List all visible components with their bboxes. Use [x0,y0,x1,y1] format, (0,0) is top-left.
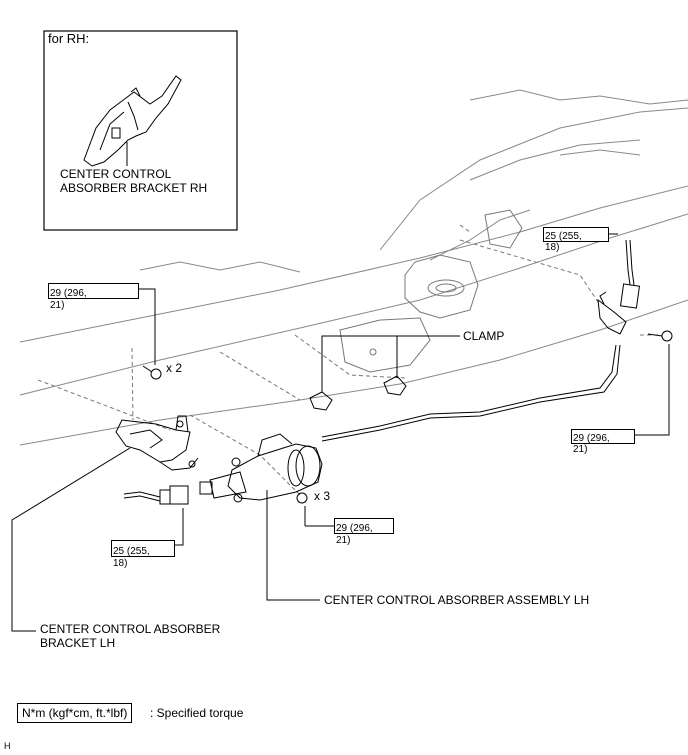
torque-leaders [139,233,670,546]
absorber-tube [123,344,621,502]
footer-mark: H [4,741,11,751]
inset-frame [43,30,238,231]
crossmember [339,209,523,373]
absorber-body [199,433,323,503]
frame-rails [19,89,688,446]
torque-4-line1: 25 (255, [113,546,150,557]
lh-bolts [142,365,162,380]
bracket-lh [115,415,199,471]
inset-title: for RH: [48,31,90,46]
legend-description: : Specified torque [150,706,244,720]
legend-unit-box: N*m (kgf*cm, ft.*lbf) [17,703,133,723]
torque-5-line2: 21) [336,535,351,546]
clamp-label: CLAMP [463,329,505,343]
assembly-lh-label: CENTER CONTROL ABSORBER ASSEMBLY LH [324,593,590,607]
torque-box-2 [543,227,609,242]
torque-box-4 [111,540,175,557]
torque-1-line2: 21) [50,300,65,311]
clamps [309,375,407,411]
torque-4-line2: 18) [113,558,128,569]
rh-bolt [647,330,673,342]
torque-3-line1: 29 (296, [573,433,610,444]
clamp-leaders [321,335,460,392]
torque-box-5 [334,518,394,534]
bracket-lh-label-line1: CENTER CONTROL ABSORBER [40,622,221,636]
torque-2-line1: 25 (255, [545,231,582,242]
rh-connector [597,239,641,335]
torque-box-3 [571,429,635,444]
bracket-rh-drawing [83,75,182,167]
qty-nuts: x 3 [314,489,331,503]
qty-bolts: x 2 [166,361,183,375]
assembly-lines [37,224,660,496]
torque-5-line1: 29 (296, [336,523,373,534]
inset-label-line2: ABSORBER BRACKET RH [60,181,208,195]
bracket-lh-label-line2: BRACKET LH [40,636,116,650]
torque-3-line2: 21) [573,444,588,455]
torque-box-1 [48,283,139,299]
nut [296,492,308,504]
lh-fitting [159,485,189,505]
torque-2-line2: 18) [545,242,560,253]
inset-label-line1: CENTER CONTROL [60,167,172,181]
label-leaders [11,447,320,632]
torque-1-line1: 29 (296, [50,288,87,299]
